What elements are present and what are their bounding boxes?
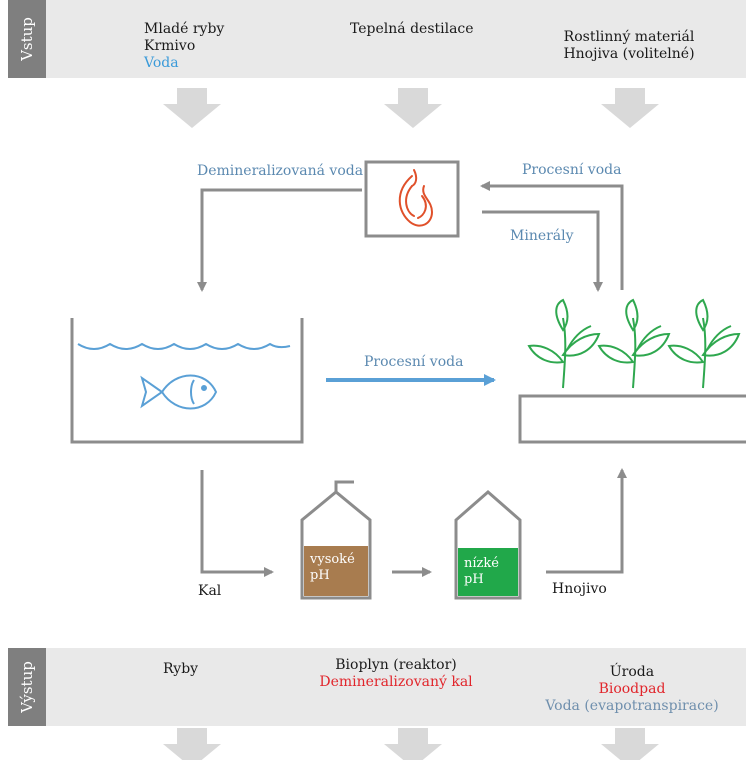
input-col2: Tepelná destilace xyxy=(350,21,474,38)
input-down-arrows xyxy=(163,88,659,128)
sludge-flow xyxy=(200,470,274,577)
low-ph-tank xyxy=(454,490,522,600)
fertilizer-label: Hnojivo xyxy=(552,581,607,597)
high-ph-label-line2: pH xyxy=(310,568,330,583)
input-water: Voda xyxy=(144,55,179,71)
minerals-flow xyxy=(482,210,603,292)
output-fish: Ryby xyxy=(163,661,199,677)
high-ph-label-line1: vysoké xyxy=(310,552,355,567)
output-harvest: Úroda xyxy=(609,664,655,680)
output-col2: Bioplyn (reaktor) Demineralizovaný kal xyxy=(319,657,472,691)
input-band xyxy=(8,0,746,78)
sludge-label: Kal xyxy=(198,583,222,599)
input-young-fish: Mladé ryby xyxy=(144,21,225,37)
input-band-tab: Vstup xyxy=(8,0,46,78)
output-band-tab: Výstup xyxy=(8,648,46,726)
input-fertilizers-optional: Hnojiva (volitelné) xyxy=(563,46,695,62)
demineralized-water-label: Demineralizovaná voda xyxy=(197,163,364,179)
output-water-evapotranspiration: Voda (evapotranspirace) xyxy=(545,698,719,714)
process-water-return-flow xyxy=(480,181,624,290)
demineralized-water-flow xyxy=(197,188,362,292)
high-ph-tank xyxy=(300,480,372,600)
input-feed: Krmivo xyxy=(144,38,196,54)
low-ph-label-line2: pH xyxy=(464,572,484,587)
fertilizer-flow xyxy=(546,468,627,574)
input-col1: Mladé ryby Krmivo Voda xyxy=(144,21,224,72)
output-col1: Ryby xyxy=(163,661,198,678)
fish-tank xyxy=(70,318,304,444)
output-demineralized-sludge: Demineralizovaný kal xyxy=(319,674,473,690)
low-ph-label: nízké pH xyxy=(464,556,499,588)
output-biowaste: Bioodpad xyxy=(598,681,666,697)
fish-icon xyxy=(140,374,218,410)
output-down-arrows xyxy=(163,728,659,760)
input-thermal-distillation: Tepelná destilace xyxy=(350,21,474,37)
input-col3: Rostlinný materiál Hnojiva (volitelné) xyxy=(563,29,694,63)
process-water-top-label: Procesní voda xyxy=(522,162,622,178)
process-water-middle-label: Procesní voda xyxy=(364,354,464,370)
water-wave-icon xyxy=(77,342,291,350)
high-ph-label: vysoké pH xyxy=(310,552,355,584)
flame-icon xyxy=(398,169,434,227)
plant-icon xyxy=(527,298,741,389)
distillation-box xyxy=(364,160,460,238)
plant-bed xyxy=(518,394,746,444)
output-col3: Úroda Bioodpad Voda (evapotranspirace) xyxy=(545,664,718,715)
output-band xyxy=(8,648,746,726)
minerals-label: Minerály xyxy=(510,228,574,244)
output-biogas: Bioplyn (reaktor) xyxy=(335,657,457,673)
low-ph-label-line1: nízké xyxy=(464,556,499,571)
input-plant-material: Rostlinný materiál xyxy=(563,29,695,45)
